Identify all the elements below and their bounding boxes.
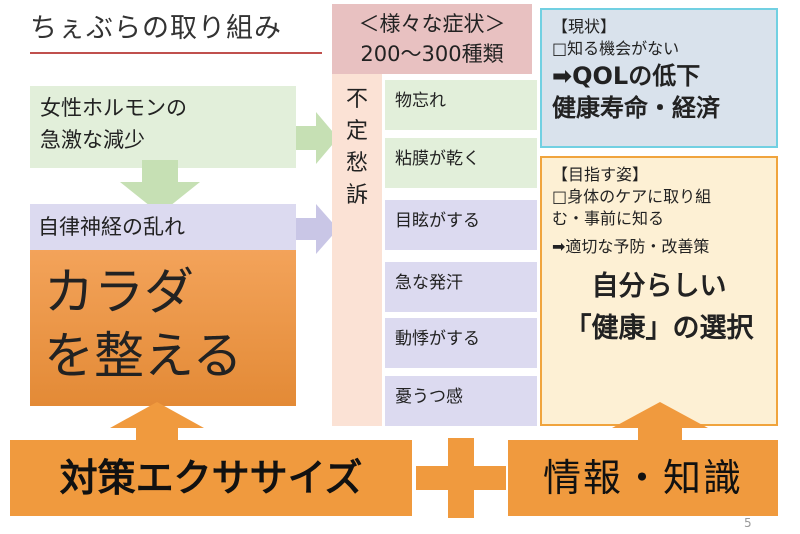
status-line: □知る機会がない [552, 39, 680, 58]
goal-big-line-1: 自分らしい [591, 271, 727, 302]
vertical-char: 訴 [345, 183, 368, 208]
symptom-item: 物忘れ [385, 80, 537, 130]
autonomic-disorder-box: 自律神経の乱れ [30, 204, 296, 250]
goal-line-1: □身体のケアに取り組 [552, 187, 712, 206]
current-status-box: 【現状】 □知る機会がない ➡QOLの低下 健康寿命・経済 [540, 8, 778, 148]
symptom-item: 急な発汗 [385, 262, 537, 312]
karada-line-2: を整える [44, 327, 243, 385]
vertical-char: 不 [345, 87, 368, 112]
down-arrow-icon [120, 160, 200, 214]
symptoms-header-line-1: ＜様々な症状＞ [358, 12, 506, 36]
goal-line-3: ➡適切な予防・改善策 [552, 237, 710, 256]
status-heading: 【現状】 [552, 17, 617, 36]
goal-heading: 【目指す姿】 [552, 165, 649, 184]
status-result-line-1: ➡QOLの低下 [552, 62, 701, 90]
hormone-line-1: 女性ホルモンの [40, 96, 187, 120]
plus-icon [448, 438, 474, 518]
hormone-decline-box: 女性ホルモンの 急激な減少 [30, 86, 296, 168]
information-box: 情報・知識 [508, 440, 778, 516]
symptom-item: 粘膜が乾く [385, 138, 537, 188]
page-number: 5 [744, 516, 752, 530]
hormone-line-2: 急激な減少 [40, 128, 145, 152]
right-arrow-icon [296, 112, 338, 164]
goal-line-2: む・事前に知る [552, 209, 665, 228]
up-arrow-icon [110, 402, 204, 444]
title-underline [30, 52, 322, 54]
symptom-item: 動悸がする [385, 318, 537, 368]
karada-line-1: カラダ [44, 263, 194, 321]
symptom-item: 憂うつ感 [385, 376, 537, 426]
symptoms-header-line-2: 200〜300種類 [360, 42, 504, 66]
unidentified-complaints-label: 不 定 愁 訴 [332, 84, 382, 212]
goal-big-line-2: 「健康」の選択 [564, 313, 754, 344]
vertical-char: 定 [345, 119, 368, 144]
goal-box: 【目指す姿】 □身体のケアに取り組 む・事前に知る ➡適切な予防・改善策 自分ら… [540, 156, 778, 426]
right-arrow-icon [296, 204, 338, 254]
symptoms-header: ＜様々な症状＞ 200〜300種類 [332, 4, 532, 74]
vertical-label-column [332, 74, 382, 426]
up-arrow-icon [612, 402, 708, 444]
page-title: ちぇぶらの取り組み [30, 13, 282, 44]
exercise-box: 対策エクササイズ [10, 440, 412, 516]
status-result-line-2: 健康寿命・経済 [552, 94, 720, 122]
vertical-char: 愁 [345, 151, 368, 176]
body-conditioning-box: カラダ を整える [30, 250, 296, 406]
symptom-item: 目眩がする [385, 200, 537, 250]
